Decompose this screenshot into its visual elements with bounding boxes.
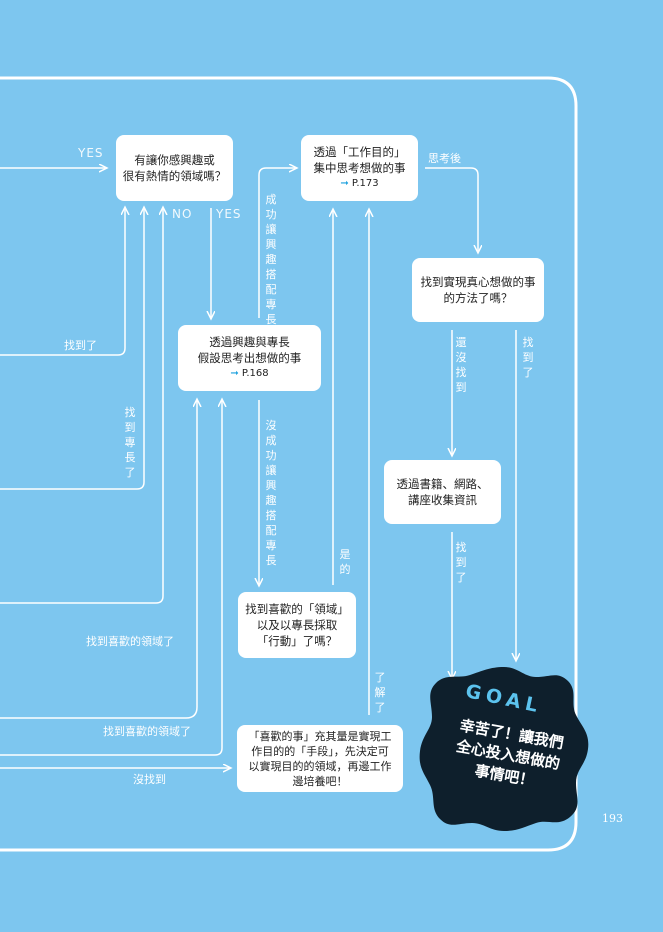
node-interest: 有讓你感興趣或 很有熱情的領域嗎？ <box>116 135 233 201</box>
arrow-right-icon: ➞ <box>230 368 239 379</box>
node-field-text: 找到喜歡的「領域」 以及以專長採取 「行動」了嗎？ <box>245 602 349 648</box>
label-not-found-yet: 還沒找到 <box>455 336 467 394</box>
node-interest-text: 有讓你感興趣或 很有熱情的領域嗎？ <box>122 153 227 183</box>
node-purpose-ref-page: P.173 <box>351 178 379 189</box>
label-yes-field: 是的 <box>339 548 351 576</box>
label-success-match: 成功讓興趣搭配專長 <box>265 193 277 326</box>
goal-badge <box>419 667 589 831</box>
node-hypothesis-text: 透過興趣與專長 假設思考出想做的事 <box>197 335 302 365</box>
node-means: 「喜歡的事」充其量是實現工 作目的的「手段」，先決定可 以實現目的的領域，再邊工… <box>237 725 403 792</box>
label-found-1: 找到了 <box>64 339 97 352</box>
label-yes-mid: YES <box>216 207 242 221</box>
node-purpose-text: 透過「工作目的」 集中思考想做的事 <box>313 145 406 175</box>
node-research: 透過書籍、網路、 講座收集資訊 <box>384 460 501 524</box>
node-method: 找到實現真心想做的事 的方法了嗎？ <box>412 258 544 322</box>
node-method-text: 找到實現真心想做的事 的方法了嗎？ <box>420 275 536 305</box>
node-purpose: 透過「工作目的」 集中思考想做的事 ➞ P.173 <box>301 135 418 201</box>
page-number: 193 <box>602 812 623 825</box>
label-fail-match: 沒成功讓興趣搭配專長 <box>265 419 277 567</box>
label-found-field-1: 找到喜歡的領域了 <box>86 635 174 648</box>
page-frame <box>0 76 578 852</box>
node-purpose-ref: ➞ P.173 <box>340 176 378 192</box>
label-yes-left: YES <box>78 146 104 160</box>
node-hypothesis-ref-page: P.168 <box>241 368 269 379</box>
node-means-text: 「喜歡的事」充其量是實現工 作目的的「手段」，先決定可 以實現目的的領域，再邊工… <box>248 729 392 788</box>
label-found-method: 找到了 <box>522 336 534 379</box>
label-no: NO <box>172 207 193 221</box>
node-research-text: 透過書籍、網路、 講座收集資訊 <box>396 477 489 507</box>
label-understood: 了解了 <box>374 671 386 714</box>
label-not-found: 沒找到 <box>133 773 166 786</box>
label-found-skill: 找到專長了 <box>124 406 136 479</box>
arrow-right-icon: ➞ <box>340 178 349 189</box>
node-hypothesis-ref: ➞ P.168 <box>230 366 268 382</box>
label-found-field-2: 找到喜歡的領域了 <box>103 725 191 738</box>
label-found-research: 找到了 <box>455 541 467 584</box>
label-think-after: 思考後 <box>428 152 461 165</box>
node-hypothesis: 透過興趣與專長 假設思考出想做的事 ➞ P.168 <box>178 325 321 391</box>
node-field: 找到喜歡的「領域」 以及以專長採取 「行動」了嗎？ <box>238 592 356 658</box>
